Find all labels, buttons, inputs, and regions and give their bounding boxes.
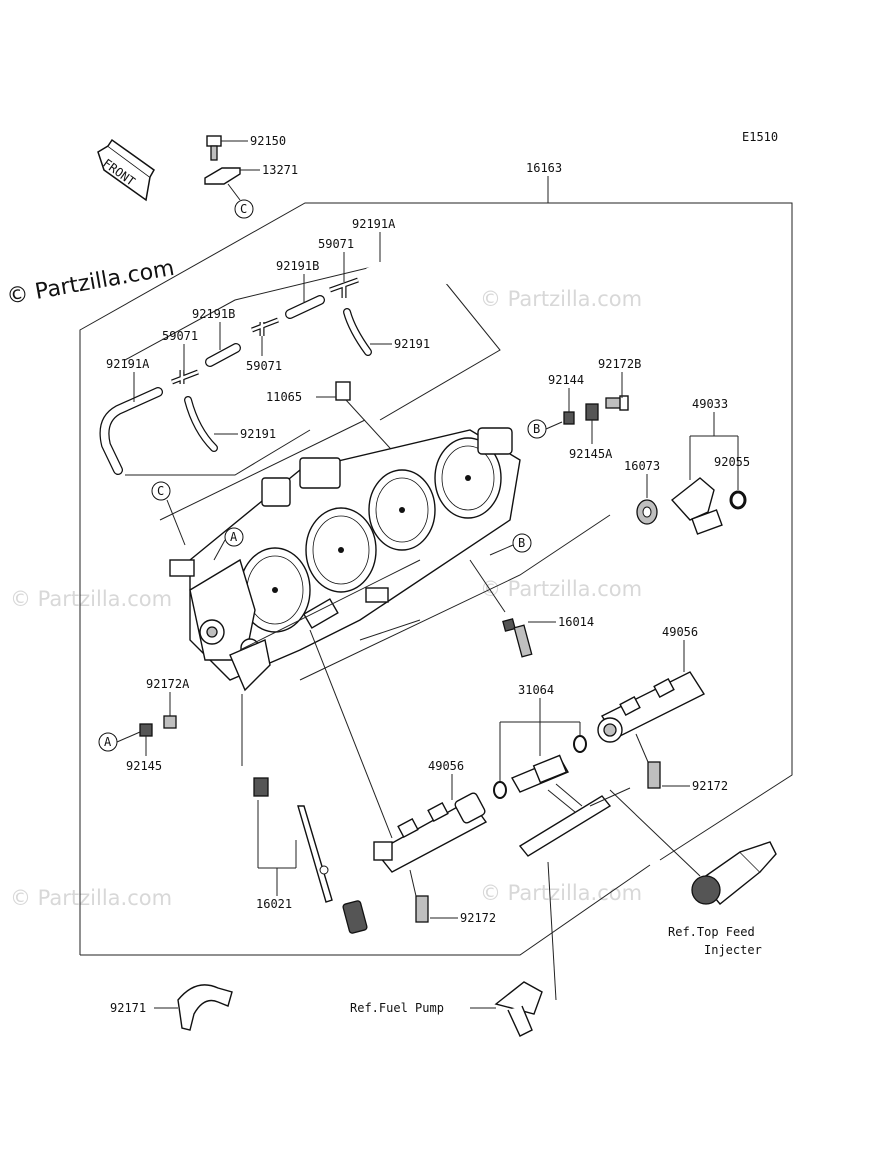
spring-16021 (253, 777, 269, 797)
oring-92055 (729, 490, 747, 510)
shaft-16021 (297, 805, 368, 934)
spring-92145a (585, 403, 599, 421)
diagram-code: E1510 (742, 130, 778, 144)
part-label: 16163 (526, 161, 562, 175)
part-label: 16021 (256, 897, 292, 911)
watermark: © Partzilla.com (10, 886, 172, 910)
watermark: © Partzilla.com (10, 587, 172, 611)
part-label: 92191A (106, 357, 150, 371)
part-label: 92144 (548, 373, 584, 387)
fuel-pump-connector (494, 981, 543, 1037)
part-label: 16073 (624, 459, 660, 473)
hose-92191b-top (285, 295, 325, 319)
spring-92144 (563, 411, 575, 425)
callout-b: B (533, 422, 540, 436)
fuel-rail-49056-right (597, 671, 706, 743)
sensor-49033 (670, 477, 723, 535)
cap-11065 (335, 381, 351, 401)
bracket-13271 (204, 167, 241, 185)
screw-92172-right (647, 761, 661, 789)
callout-c: C (240, 202, 247, 216)
part-label: 59071 (318, 237, 354, 251)
part-label: 49056 (662, 625, 698, 639)
fuel-pipe (518, 795, 612, 857)
part-label: 31064 (518, 683, 554, 697)
joint-59071-top (329, 277, 359, 298)
part-label: 13271 (262, 163, 298, 177)
part-label: 49033 (692, 397, 728, 411)
part-label: 92191 (394, 337, 430, 351)
screw-92172a (163, 715, 177, 729)
part-label: 92191B (276, 259, 319, 273)
hose-92191-mid (184, 396, 218, 452)
callout-c: C (157, 484, 164, 498)
watermark-main: © Partzilla.com (5, 256, 177, 310)
callout-a: A (230, 530, 238, 544)
part-label: 92172A (146, 677, 190, 691)
bolt-92150 (206, 135, 222, 161)
watermark: © Partzilla.com (480, 287, 642, 311)
watermark: © Partzilla.com (480, 577, 642, 601)
part-label: 11065 (266, 390, 302, 404)
ref-fuel-pump: Ref.Fuel Pump (350, 1001, 444, 1015)
callout-b: B (518, 536, 525, 550)
top-feed-connector (691, 841, 777, 905)
spring-92145 (139, 723, 153, 737)
part-label: 92172B (598, 357, 641, 371)
part-label: 59071 (246, 359, 282, 373)
watermark: © Partzilla.com (480, 881, 642, 905)
screw-16014 (502, 618, 533, 658)
hose-92191-top (343, 308, 372, 356)
part-label: 92191A (352, 217, 396, 231)
fuel-rail-49056-left (373, 792, 488, 873)
joint-31064 (510, 754, 570, 793)
part-label: 16014 (558, 615, 594, 629)
joint-59071-mid (251, 317, 279, 336)
callout-c-circle (234, 199, 254, 219)
watermarks: © Partzilla.com © Partzilla.com © Partzi… (5, 256, 642, 910)
part-label: 92172 (460, 911, 496, 925)
ref-top-feed-injecter: Injecter (704, 943, 762, 957)
part-label: 92172 (692, 779, 728, 793)
hose-92191a-left (99, 387, 163, 475)
part-label: 59071 (162, 329, 198, 343)
screw-92172-bottom (415, 895, 429, 923)
front-arrow-icon: FRONT (97, 138, 155, 202)
part-label: 92191 (240, 427, 276, 441)
ref-top-feed: Ref.Top Feed (668, 925, 755, 939)
hose-92191b-left (205, 343, 241, 367)
part-label: 92191B (192, 307, 235, 321)
grommet-16073 (636, 499, 658, 525)
part-label: 49056 (428, 759, 464, 773)
callout-a: A (104, 735, 112, 749)
part-label: 92145 (126, 759, 162, 773)
joint-59071-left (171, 369, 199, 385)
assembly-lines (159, 419, 611, 681)
part-label: 92150 (250, 134, 286, 148)
clamp-92171 (177, 984, 233, 1031)
part-label: 92055 (714, 455, 750, 469)
screw-92172b (605, 395, 629, 411)
part-label: 92145A (569, 447, 613, 461)
throttle-body-assembly (169, 427, 521, 692)
part-label: 92171 (110, 1001, 146, 1015)
